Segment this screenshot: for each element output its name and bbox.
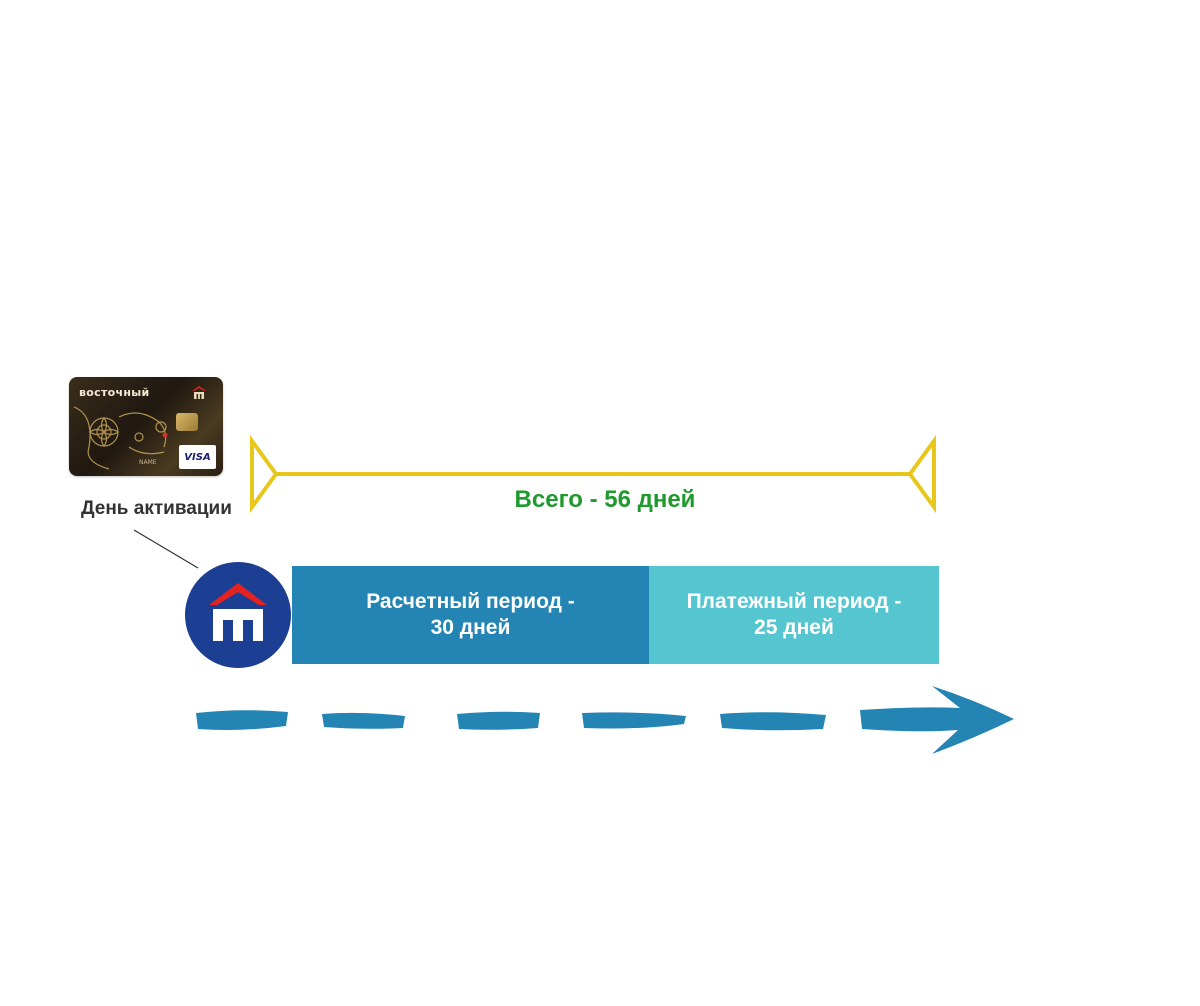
billing-period-days: 30 дней — [430, 616, 511, 639]
activation-day-label: День активации — [81, 498, 232, 519]
total-duration-label: Всего - 56 дней — [514, 486, 696, 513]
billing-period-title: Расчетный период - — [366, 590, 575, 613]
billing-period-bar: Расчетный период - 30 дней — [292, 566, 649, 664]
card-chip — [176, 413, 198, 431]
card-holder-name: NAME — [139, 459, 157, 466]
bank-logo-icon — [185, 562, 291, 668]
card-ornament — [73, 406, 168, 470]
card-brand-text: восточный — [79, 386, 150, 399]
leader-line — [133, 529, 199, 569]
timeline-dashed-arrow-icon — [196, 686, 1014, 754]
total-span-bracket — [250, 434, 936, 514]
card-bank-logo-icon — [192, 386, 206, 399]
payment-period-title: Платежный период - — [686, 590, 902, 613]
visa-logo: VISA — [179, 445, 216, 469]
payment-period-days: 25 дней — [754, 616, 834, 639]
bank-card: восточный NAME VISA — [69, 377, 223, 476]
payment-period-bar: Платежный период - 25 дней — [649, 566, 939, 664]
